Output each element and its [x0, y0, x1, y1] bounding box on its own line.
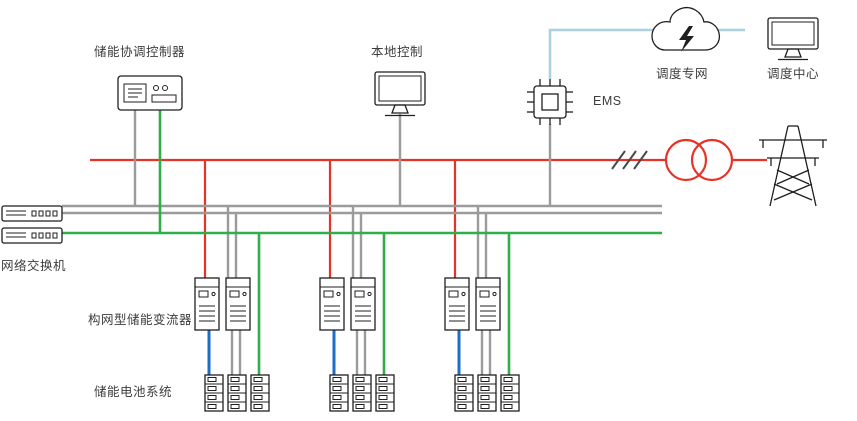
lightning-icon — [679, 26, 694, 52]
dc-link-lines — [207, 330, 461, 376]
transformer-icon — [664, 138, 734, 182]
cloud-icon — [651, 6, 721, 52]
dispatch-network-label: 调度专网 — [656, 67, 709, 81]
converter-cabinet-icon — [319, 277, 345, 331]
monitor-icon — [374, 71, 426, 117]
ems-label: EMS — [593, 94, 622, 108]
battery-rack-icon — [227, 374, 247, 412]
battery-rack-icon — [250, 374, 270, 412]
converter-cabinet-icon — [350, 277, 376, 331]
battery-rack-icon — [477, 374, 497, 412]
converter-cabinet-icon — [444, 277, 470, 331]
converter-cabinet-icon — [475, 277, 501, 331]
monitor-icon — [767, 17, 819, 61]
comm-bus-lines — [62, 110, 662, 376]
dispatch-center-label: 调度中心 — [767, 67, 820, 81]
ring-network-lines — [62, 110, 662, 376]
transmission-tower-icon — [759, 125, 827, 207]
battery-rack-icon — [500, 374, 520, 412]
battery-rack-icon — [454, 374, 474, 412]
battery-rack-icon — [352, 374, 372, 412]
network-switch-label: 网络交换机 — [1, 259, 67, 273]
chip-icon — [527, 79, 573, 125]
slash-marks-icon — [611, 150, 648, 170]
controller-icon — [117, 75, 183, 111]
battery-rack-icon — [204, 374, 224, 412]
switch-icon — [1, 205, 63, 222]
battery-label: 储能电池系统 — [94, 385, 173, 399]
converter-cabinet-icon — [194, 277, 220, 331]
battery-rack-icon — [375, 374, 395, 412]
local-control-label: 本地控制 — [371, 45, 424, 59]
switch-icon — [1, 227, 63, 244]
battery-rack-icon — [329, 374, 349, 412]
converter-cabinet-icon — [225, 277, 251, 331]
coordinator-label: 储能协调控制器 — [94, 45, 186, 59]
ac-power-lines — [90, 158, 767, 279]
converter-label: 构网型储能变流器 — [88, 313, 193, 327]
